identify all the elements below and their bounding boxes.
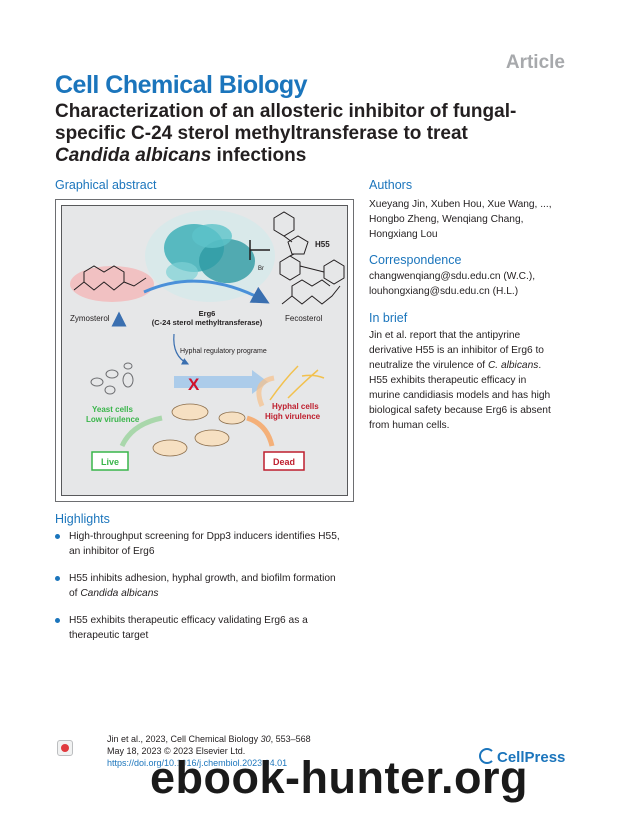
- cellpress-label: CellPress: [497, 749, 566, 766]
- hyphal-cells-image: [269, 365, 325, 401]
- title-rest: infections: [211, 145, 307, 166]
- highlights-list: High-throughput screening for Dpp3 induc…: [55, 529, 365, 655]
- citation-line: Jin et al., 2023, Cell Chemical Biology …: [107, 733, 311, 745]
- in-brief-text-pre: neutralize the virulence of: [369, 360, 488, 371]
- yeast-cells-image: [90, 362, 134, 395]
- in-brief-text: Jin et al. report that the antipyrine de…: [369, 328, 574, 433]
- graphical-abstract-svg: H55 Br Zymosterol Fecosterol Erg6 (C-24 …: [70, 210, 345, 471]
- protein-structure-image: [145, 210, 275, 302]
- zymosterol-structure-image: [70, 265, 154, 302]
- highlight-item: High-throughput screening for Dpp3 induc…: [55, 529, 365, 559]
- h55-structure-image: [273, 211, 345, 285]
- in-brief-line: neutralize the virulence of C. albicans.: [369, 358, 574, 373]
- authors-heading: Authors: [369, 178, 413, 192]
- erg6-label: Erg6: [199, 309, 216, 318]
- highlight-line: High-throughput screening for Dpp3 induc…: [69, 531, 340, 542]
- authors-line: Xueyang Jin, Xuben Hou, Xue Wang, ...,: [369, 199, 552, 210]
- highlights-heading: Highlights: [55, 512, 110, 526]
- highlight-line: of Candida albicans: [69, 586, 365, 601]
- citation: Jin et al., 2023, Cell Chemical Biology …: [107, 733, 311, 769]
- authors-line: Hongxiang Lou: [369, 229, 438, 240]
- article-tag: Article: [505, 52, 565, 73]
- title-line: Candida albicans infections: [55, 145, 585, 167]
- in-brief-line: biological safety because Erg6 is absent: [369, 405, 551, 416]
- highlight-item: H55 exhibits therapeutic efficacy valida…: [55, 613, 365, 643]
- hyphal-program-label: Hyphal regulatory programe: [180, 348, 267, 355]
- article-title: Characterization of an allosteric inhibi…: [55, 101, 585, 167]
- in-brief-line: H55 exhibits therapeutic efficacy in: [369, 375, 527, 386]
- doi-link[interactable]: https://doi.org/10.1016/j.chembiol.2023.…: [107, 758, 288, 768]
- correspondence-line[interactable]: changwenqiang@sdu.edu.cn (W.C.),: [369, 271, 536, 282]
- graphical-abstract-figure: H55 Br Zymosterol Fecosterol Erg6 (C-24 …: [55, 199, 354, 502]
- cellpress-icon: [479, 748, 495, 764]
- highlight-text-pre: of: [69, 588, 81, 599]
- highlight-line: therapeutic target: [69, 630, 149, 641]
- yeast-cells-label: Yeast cells: [92, 405, 133, 414]
- h55-label: H55: [315, 240, 330, 249]
- title-italic: Candida albicans: [55, 145, 212, 166]
- title-line: specific C-24 sterol methyltransferase t…: [55, 123, 468, 144]
- in-brief-line: from human cells.: [369, 420, 450, 431]
- citation-volume: 30: [260, 734, 271, 744]
- watermark: ebook-hunter.org: [150, 752, 528, 803]
- in-brief-text-post: .: [538, 360, 542, 371]
- highlight-item: H55 inhibits adhesion, hyphal growth, an…: [55, 571, 365, 601]
- low-virulence-label: Low virulence: [86, 415, 140, 424]
- in-brief-line: murine candidiasis models and has high: [369, 390, 551, 401]
- citation-text: Jin et al., 2023, Cell Chemical Biology: [107, 734, 261, 744]
- block-mark: X: [188, 375, 200, 394]
- zymosterol-label: Zymosterol: [70, 314, 110, 323]
- graphical-abstract-heading: Graphical abstract: [55, 178, 157, 192]
- cellpress-logo: CellPress: [479, 748, 565, 766]
- bullet-icon: [55, 576, 60, 581]
- authors-line: Hongbo Zheng, Wenqiang Chang,: [369, 214, 524, 225]
- bullet-icon: [55, 534, 60, 539]
- hyphal-cells-label: Hyphal cells: [272, 402, 319, 411]
- highlight-line: an inhibitor of Erg6: [69, 546, 155, 557]
- in-brief-species: C. albicans: [487, 360, 539, 371]
- high-virulence-label: High virulence: [265, 412, 321, 421]
- erg6-full-label: (C-24 sterol methyltransferase): [152, 318, 263, 327]
- journal-name: Cell Chemical Biology: [55, 71, 308, 99]
- graphical-abstract-canvas: H55 Br Zymosterol Fecosterol Erg6 (C-24 …: [61, 205, 348, 496]
- authors-list: Xueyang Jin, Xuben Hou, Xue Wang, ..., H…: [369, 197, 569, 242]
- bromo-label: Br: [258, 266, 264, 272]
- citation-pages: , 553–568: [270, 734, 311, 744]
- fecosterol-structure-image: [281, 279, 341, 305]
- fecosterol-label: Fecosterol: [285, 314, 323, 323]
- correspondence-emails: changwenqiang@sdu.edu.cn (W.C.), louhong…: [369, 269, 589, 299]
- in-brief-line: Jin et al. report that the antipyrine: [369, 330, 521, 341]
- correspondence-heading: Correspondence: [369, 253, 462, 267]
- highlight-line: H55 exhibits therapeutic efficacy valida…: [69, 615, 308, 626]
- check-for-updates-icon[interactable]: [57, 740, 73, 756]
- dead-label: Dead: [273, 457, 295, 467]
- title-line: Characterization of an allosteric inhibi…: [55, 101, 517, 122]
- correspondence-line[interactable]: louhongxiang@sdu.edu.cn (H.L.): [369, 286, 519, 297]
- highlight-species: Candida albicans: [80, 588, 159, 599]
- in-brief-line: derivative H55 is an inhibitor of Erg6 t…: [369, 345, 544, 356]
- in-brief-heading: In brief: [369, 311, 408, 325]
- mice-image: [152, 403, 246, 457]
- bullet-icon: [55, 618, 60, 623]
- highlight-line: H55 inhibits adhesion, hyphal growth, an…: [69, 573, 336, 584]
- live-label: Live: [101, 457, 119, 467]
- citation-date: May 18, 2023 © 2023 Elsevier Ltd.: [107, 746, 246, 756]
